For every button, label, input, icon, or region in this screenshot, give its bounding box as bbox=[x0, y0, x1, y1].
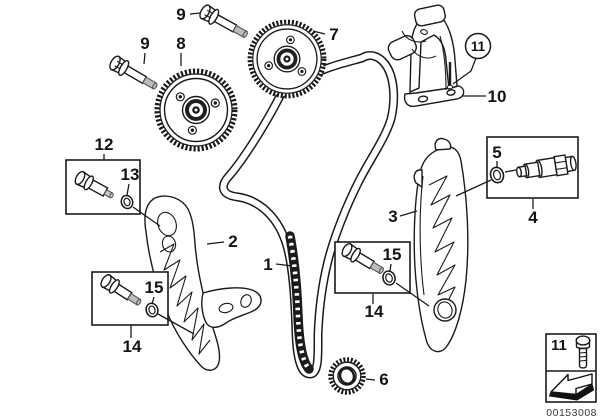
bolt-14-left bbox=[100, 274, 142, 306]
callout-label-15b: 15 bbox=[383, 245, 402, 264]
callout-label-2: 2 bbox=[228, 232, 237, 251]
callout-label-7: 7 bbox=[329, 25, 338, 44]
vanos-gear-8 bbox=[154, 68, 238, 152]
leader-box14-center-to-rail bbox=[395, 282, 430, 307]
legend-part-number: 11 bbox=[551, 337, 567, 354]
box-tensioner bbox=[486, 136, 579, 199]
legend-box: 11 bbox=[545, 333, 597, 403]
camshaft-bolt-9b bbox=[109, 55, 158, 90]
leader-oring5 bbox=[504, 169, 517, 173]
timing-chain bbox=[218, 51, 399, 379]
callout-label-6: 6 bbox=[379, 370, 388, 389]
bolt-12 bbox=[74, 170, 114, 199]
callout-label-11: 11 bbox=[471, 39, 486, 54]
doc-number: 00153008 bbox=[546, 407, 597, 419]
o-ring-15-center bbox=[382, 270, 396, 286]
o-ring-5 bbox=[489, 166, 505, 184]
support-bracket bbox=[387, 4, 465, 108]
bolt-14-center bbox=[341, 242, 384, 275]
chain-tensioner bbox=[516, 154, 577, 179]
callout-label-15a: 15 bbox=[145, 278, 164, 297]
legend-bolt-icon bbox=[575, 335, 591, 369]
callout-label-14b: 14 bbox=[365, 302, 384, 321]
vanos-gear-7 bbox=[247, 19, 327, 99]
o-ring-13 bbox=[120, 194, 134, 210]
camshaft-bolt-9a bbox=[199, 4, 248, 38]
callout-label-8: 8 bbox=[176, 34, 185, 53]
leader-box4-to-rail bbox=[455, 179, 492, 197]
callout-label-5: 5 bbox=[492, 143, 501, 162]
callout-label-4: 4 bbox=[528, 208, 538, 227]
callout-label-3: 3 bbox=[388, 207, 397, 226]
back-arrow-icon bbox=[548, 373, 595, 401]
callout-label-9a: 9 bbox=[176, 5, 185, 24]
leader-box12-to-rail bbox=[132, 206, 161, 227]
o-ring-15-left bbox=[145, 302, 159, 318]
callout-label-13: 13 bbox=[121, 165, 140, 184]
slide-rail bbox=[413, 137, 469, 353]
callout-label-12: 12 bbox=[95, 135, 114, 154]
callout-label-1: 1 bbox=[263, 255, 272, 274]
callout-label-10: 10 bbox=[488, 87, 507, 106]
tensioning-rail bbox=[144, 195, 262, 371]
callout-label-9b: 9 bbox=[140, 34, 149, 53]
chain-links-detail bbox=[285, 231, 314, 374]
circled-callout-11: 11 bbox=[464, 32, 492, 60]
hidden-bolt-11 bbox=[446, 62, 454, 90]
callout-leaders bbox=[103, 12, 534, 381]
leader-box14-left-to-rail bbox=[157, 313, 195, 335]
callout-label-14a: 14 bbox=[123, 337, 142, 356]
crankshaft-sprocket bbox=[328, 357, 366, 395]
